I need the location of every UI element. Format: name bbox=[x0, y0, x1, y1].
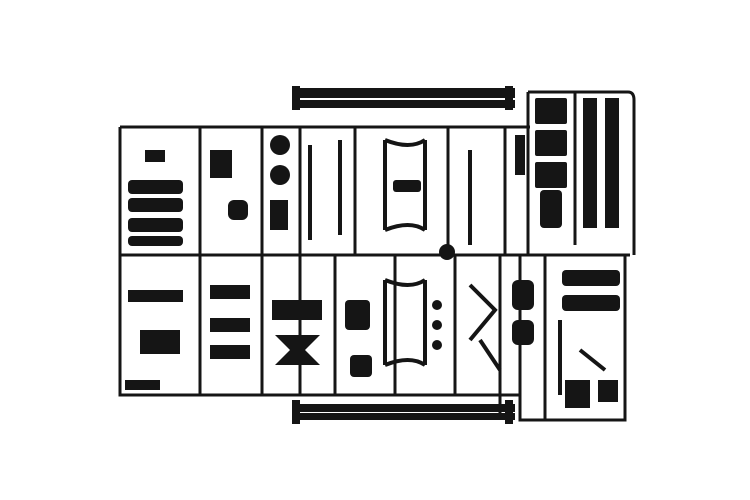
parts-bottom-left bbox=[125, 285, 322, 390]
chassis-rail-bottom bbox=[292, 400, 515, 424]
parts-top-left bbox=[128, 135, 290, 246]
parts-right-upper bbox=[535, 98, 619, 228]
parts-bottom-middle bbox=[383, 278, 607, 395]
sprue-frame bbox=[118, 90, 636, 422]
parts-top-middle-solid bbox=[393, 135, 562, 260]
parts-top-middle bbox=[308, 138, 472, 245]
chassis-rail-top bbox=[292, 86, 515, 110]
parts-bottom-middle-solid bbox=[345, 270, 620, 408]
